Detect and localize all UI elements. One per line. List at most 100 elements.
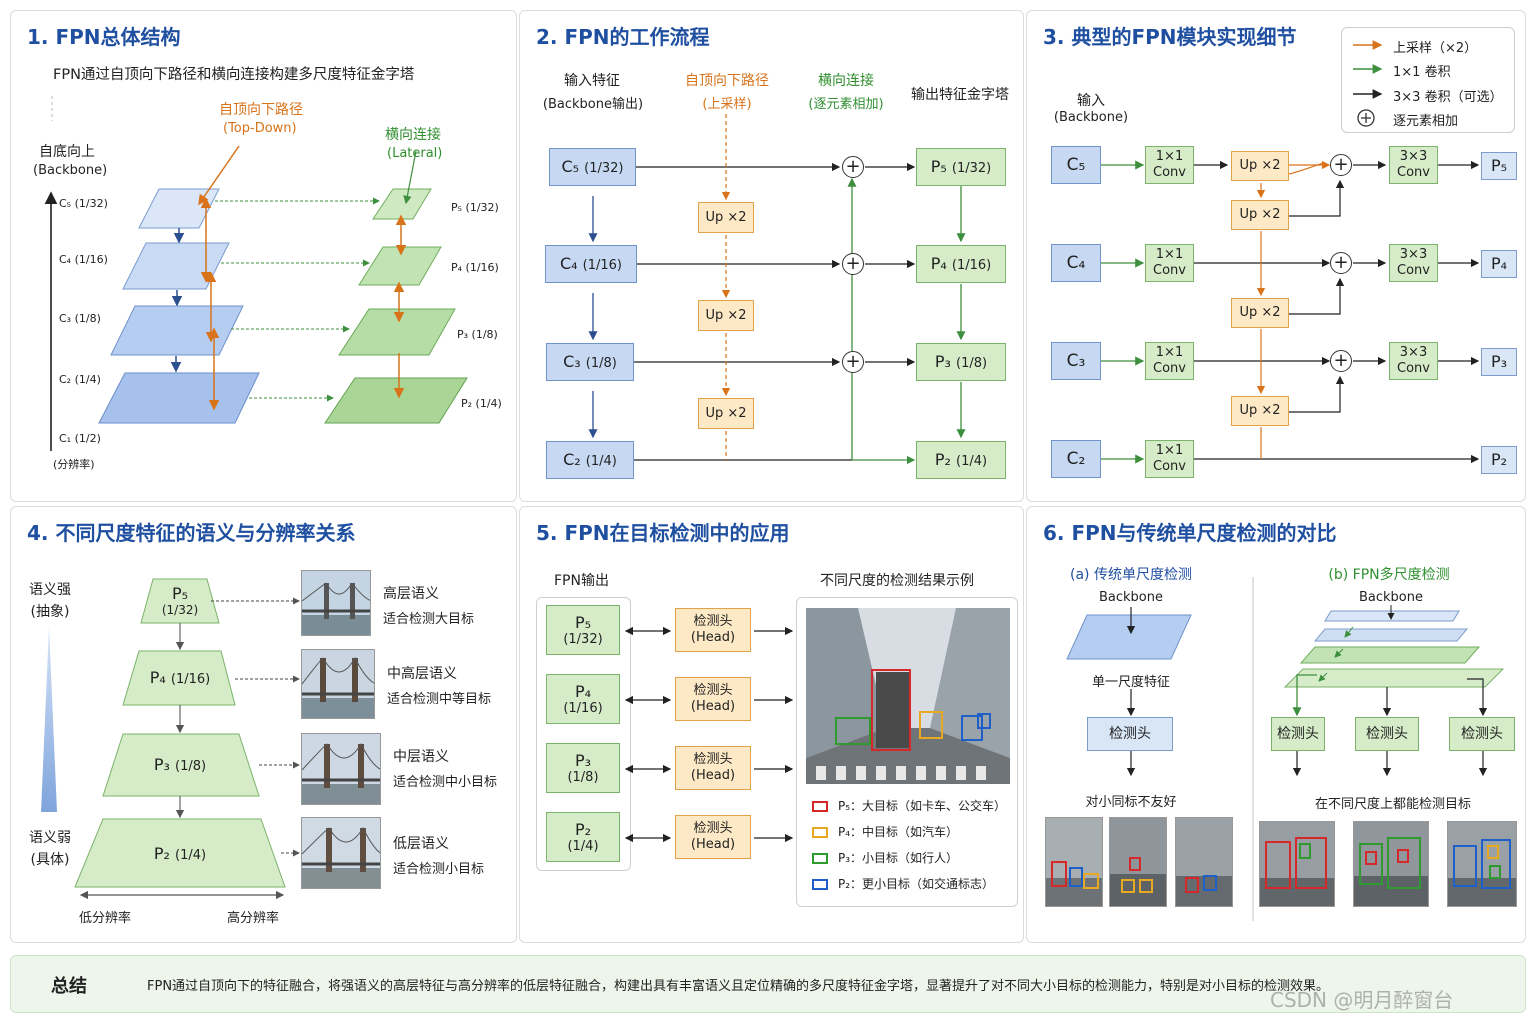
legend-add: 逐元素相加 [1393, 114, 1459, 129]
fpn-output-group [536, 597, 631, 871]
p4-level-label: P₄ (1/16) [149, 668, 211, 688]
p4-box: P₄ (1/16) [916, 245, 1006, 283]
c5-box: C₅ [1051, 146, 1101, 184]
c5-box: C₅ (1/32) [549, 148, 636, 186]
p4-label: P₄ (1/16) [451, 261, 499, 274]
panel-comparison: 6. FPN与传统单尺度检测的对比 (a) 传统单尺度检测 (b) FPN多尺度… [1026, 506, 1526, 943]
semantic-weak: 语义弱 [29, 830, 71, 846]
not-friendly-small: 对小同标不友好 [1085, 795, 1177, 810]
subtitle: FPN通过自顶向下路径和横向连接构建多尺度特征金字塔 [53, 67, 415, 83]
input-label: 输入 [1077, 93, 1105, 109]
results-frame [796, 597, 1018, 907]
yellow-swatch-icon [812, 827, 828, 838]
bridge-illustration [302, 571, 370, 635]
fpn-multiscale-title: (b) FPN多尺度检测 [1328, 567, 1450, 583]
panel-title: 2. FPN的工作流程 [536, 25, 710, 49]
fpn-plane-4 [1283, 668, 1505, 688]
upsample-box-top: Up ×2 [1231, 151, 1289, 181]
p3-desc: 适合检测中小目标 [393, 775, 498, 790]
fpn-detection-head-2: 检测头 [1355, 717, 1419, 751]
c3-box: C₃ (1/8) [546, 343, 634, 381]
lateral-label: 横向连接 [385, 127, 441, 143]
p4-box: P₄ [1481, 250, 1517, 278]
top-down-label: 自顶向下路径 [219, 102, 303, 118]
fpn-detection-head-1: 检测头 [1271, 717, 1325, 751]
col-output: 输出特征金字塔 [911, 87, 1009, 103]
c5-label: C₅ (1/32) [59, 197, 108, 210]
upsample-box-1: Up ×2 [1231, 200, 1289, 230]
workflow-arrows [588, 114, 966, 465]
bridge-photo-3 [301, 733, 381, 805]
add-node-2: + [842, 253, 864, 275]
red-swatch-icon [812, 801, 828, 812]
panel-title: 5. FPN在目标检测中的应用 [536, 521, 790, 545]
p5-level-label: P₅(1/32) [161, 584, 199, 618]
summary-bar: 总结 FPN通过自顶向下的特征融合，将强语义的高层特征与高分辨率的低层特征融合，… [10, 955, 1526, 1013]
street-illustration [806, 608, 1010, 784]
p5-plane [372, 188, 432, 220]
col-input: 输入特征 [564, 73, 620, 89]
c4-plane [122, 242, 230, 290]
add-node-2: + [1330, 252, 1352, 274]
c3-box: C₃ [1051, 342, 1101, 380]
p3-box: P₃ [1481, 348, 1517, 376]
p5-desc: 适合检测大目标 [383, 612, 475, 627]
col-top-down-sub: (上采样) [702, 97, 752, 112]
c4-box: C₄ [1051, 244, 1101, 282]
summary-text: FPN通过自顶向下的特征融合，将强语义的高层特征与高分辨率的低层特征融合，构建出… [147, 979, 1330, 994]
p2-desc: 适合检测小目标 [393, 862, 485, 877]
backbone-b: Backbone [1358, 590, 1423, 605]
single-scale-title: (a) 传统单尺度检测 [1070, 567, 1192, 583]
add-node-1: + [1330, 154, 1352, 176]
col-top-down: 自顶向下路径 [685, 73, 769, 89]
single-result-photo-2 [1109, 817, 1167, 907]
upsample-box-3: Up ×2 [698, 398, 754, 429]
legend-p3: P₃：小目标（如行人） [812, 849, 958, 866]
single-feature-plane [1066, 614, 1192, 660]
legend-p5: P₅：大目标（如卡车、公交车） [812, 797, 1006, 814]
p3-level-label: P₃ (1/8) [153, 755, 207, 775]
col-lateral: 横向连接 [818, 73, 874, 89]
panel-title: 6. FPN与传统单尺度检测的对比 [1043, 521, 1337, 545]
semantic-pyramid [41, 578, 300, 900]
p3-plane [338, 308, 456, 356]
panel-workflow: 2. FPN的工作流程 输入特征 (Backbone输出) 自顶向下路径 (上采… [519, 10, 1024, 502]
detection-head-4: 检测头(Head) [675, 815, 751, 859]
p4-plane [358, 246, 442, 286]
street-detection-photo [806, 608, 1010, 784]
c4-label: C₄ (1/16) [59, 253, 108, 266]
c2-label: C₂ (1/4) [59, 373, 101, 386]
p5-box: P₅(1/32) [546, 605, 620, 655]
legend-conv3: 3×3 卷积（可选） [1393, 90, 1503, 105]
low-resolution: 低分辨率 [79, 911, 132, 926]
p5-semantic: 高层语义 [383, 586, 439, 602]
semantic-gradient-bar [41, 627, 57, 812]
green-swatch-icon [812, 853, 828, 864]
panel-module-details: 3. 典型的FPN模块实现细节 输入 (Backbone) [1026, 10, 1526, 502]
p4-desc: 适合检测中等目标 [387, 692, 492, 707]
structure-diagram [44, 96, 468, 451]
resolution-label: (分辨率) [53, 458, 95, 471]
panel-semantics-resolution: 4. 不同尺度特征的语义与分辨率关系 语义强 (抽象) 语义弱 (具体) P₅(… [10, 506, 517, 943]
fpn-plane-2 [1313, 628, 1469, 642]
p5-box: P₅ (1/32) [916, 148, 1006, 186]
c1-label: C₁ (1/2) [59, 432, 101, 445]
input-backbone: (Backbone) [1053, 110, 1129, 125]
c4-box: C₄ (1/16) [545, 245, 637, 283]
p4-semantic: 中高层语义 [387, 666, 457, 682]
watermark: CSDN @明月醉窗台 [1270, 988, 1454, 1012]
module-arrows [1100, 40, 1480, 464]
upsample-box-2: Up ×2 [698, 300, 754, 331]
comparison-diagram [1066, 577, 1505, 921]
p3-trapezoid [102, 733, 260, 797]
single-result-photo-3 [1175, 817, 1233, 907]
fpn-result-photo-3 [1447, 821, 1517, 907]
bridge-illustration [302, 818, 380, 888]
fpn-plane-1 [1324, 610, 1460, 622]
p4-trapezoid [122, 650, 236, 706]
